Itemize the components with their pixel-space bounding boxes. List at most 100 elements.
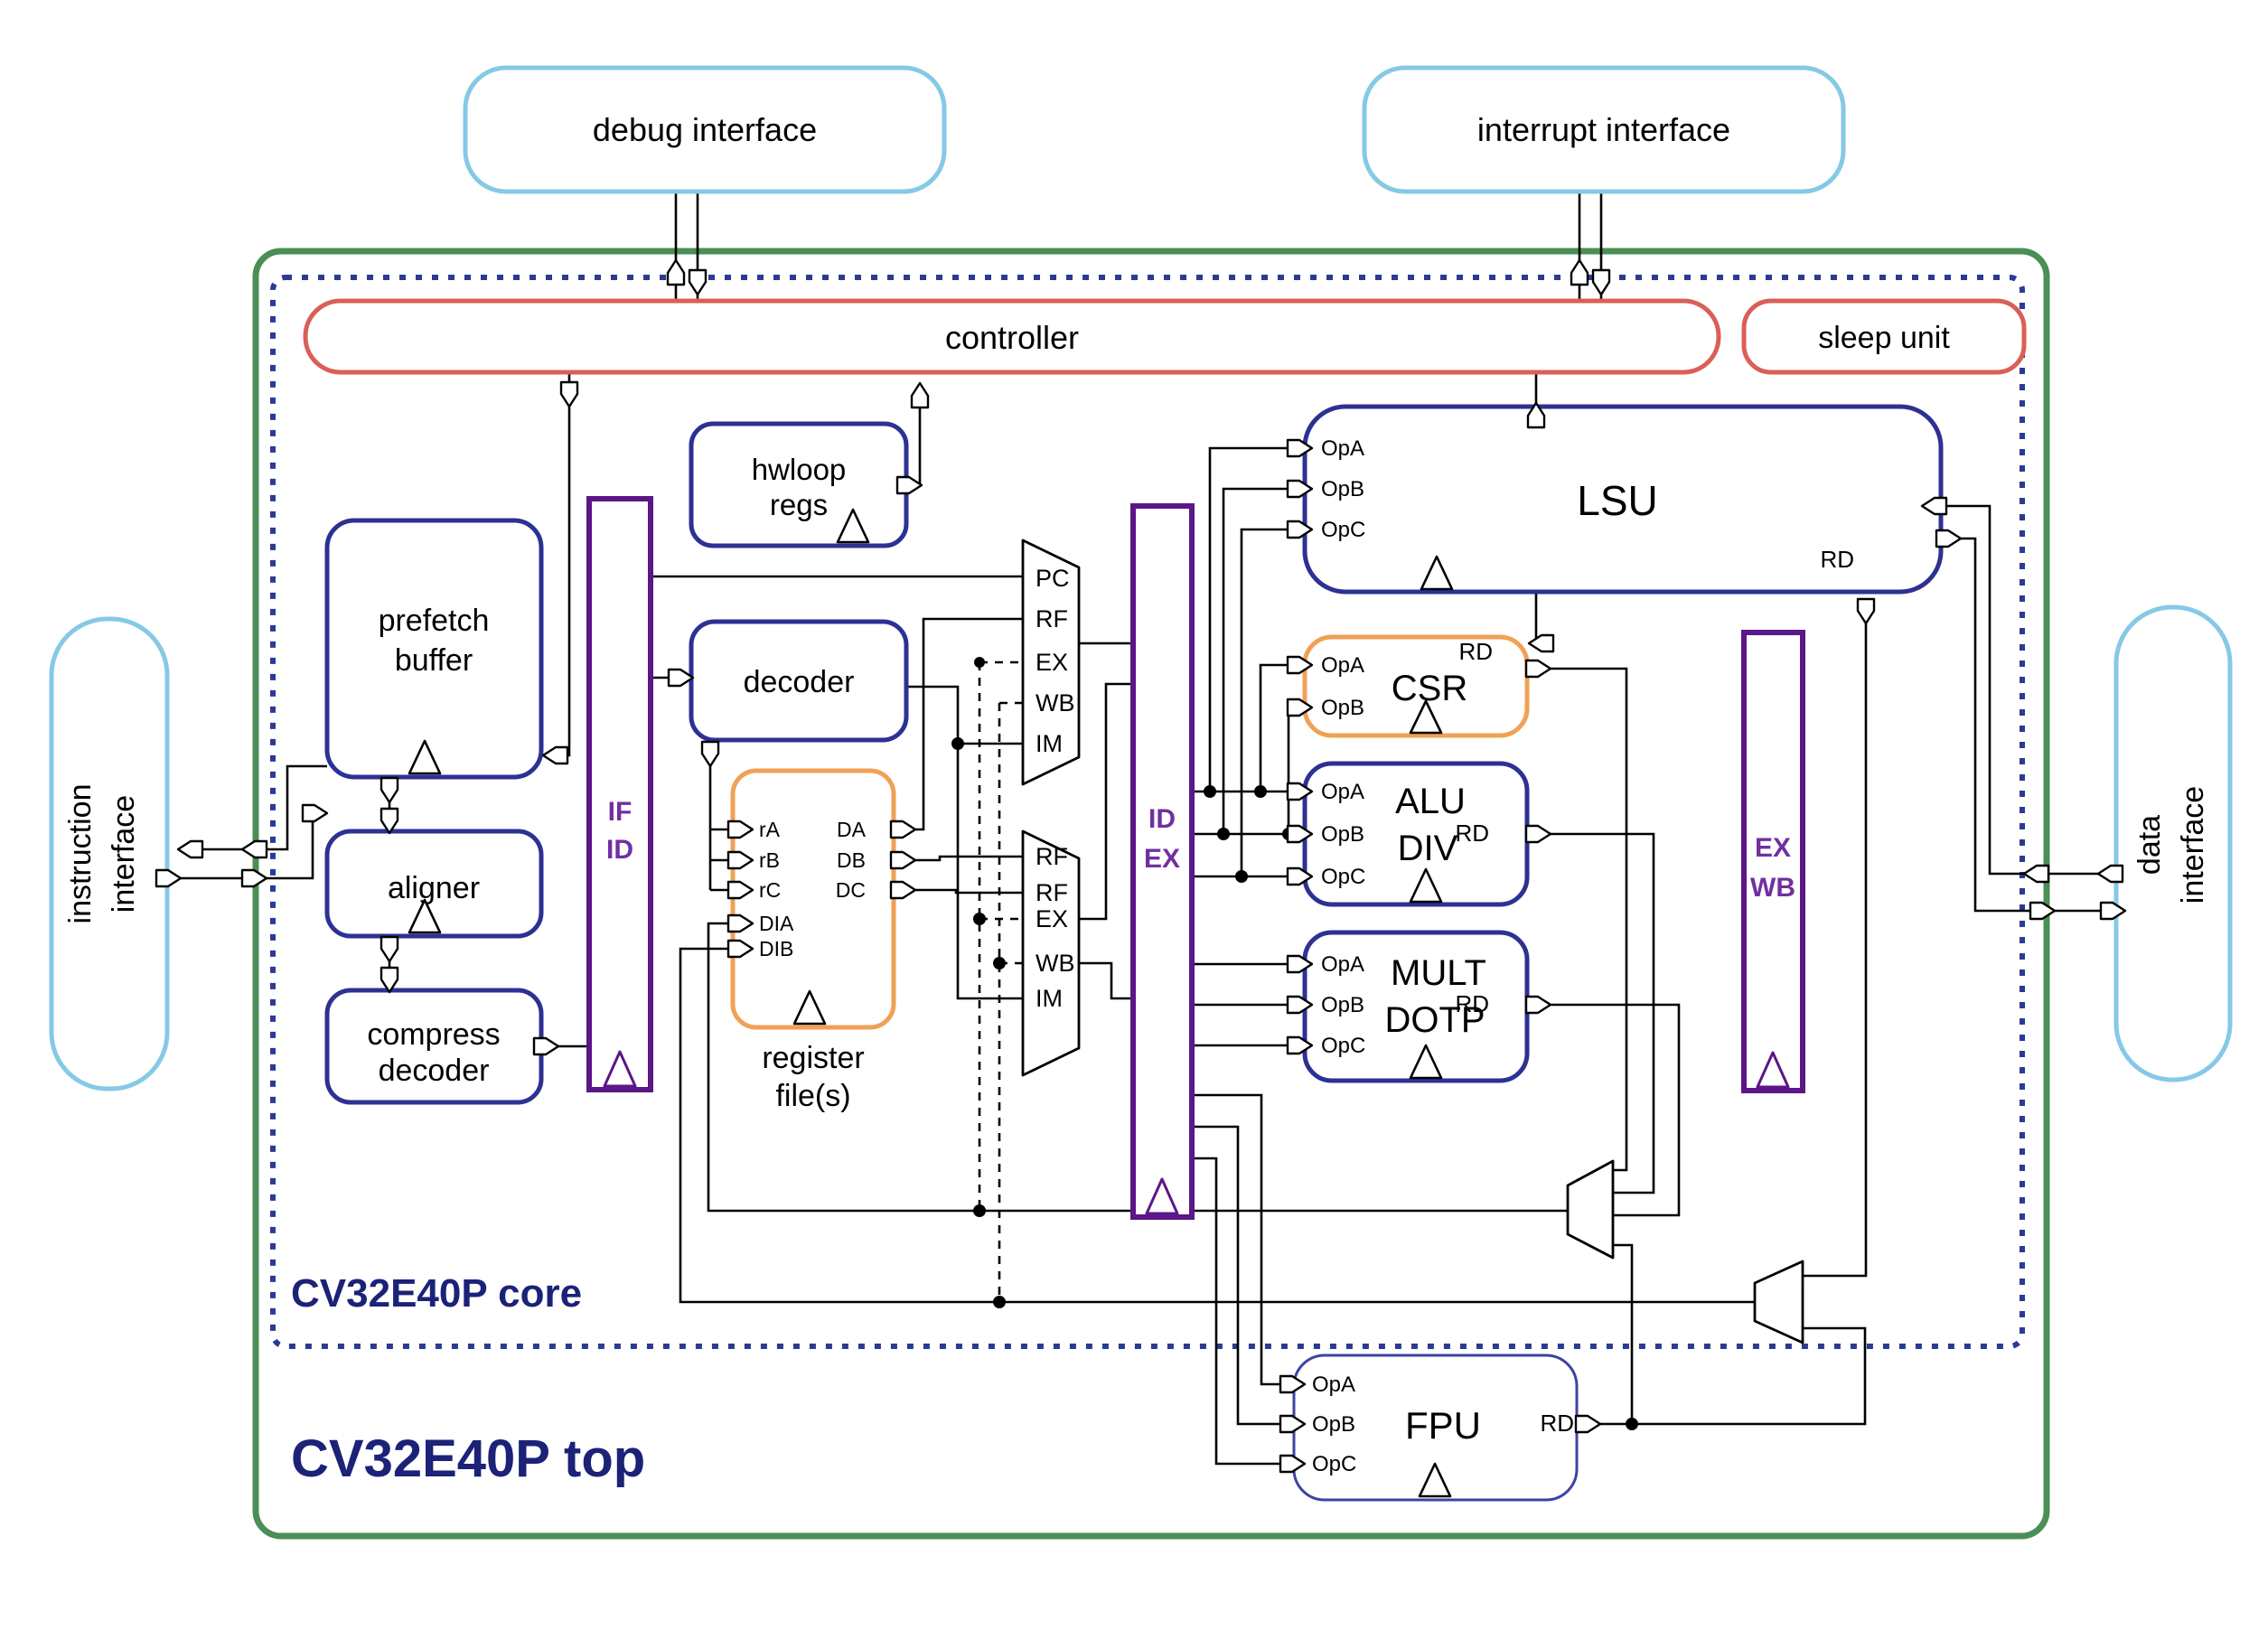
instruction-interface-box xyxy=(49,616,170,1091)
alu-label: ALU xyxy=(1395,782,1466,821)
alu-port-opc: OpC xyxy=(1321,865,1365,889)
controller-box xyxy=(303,298,1721,375)
lsu-port-opa: OpA xyxy=(1321,436,1364,461)
div-label: DIV xyxy=(1398,829,1458,868)
data-interface-box xyxy=(2113,604,2233,1082)
mux-b-in-rf2: RF xyxy=(1036,879,1068,906)
interrupt-interface-label: interrupt interface xyxy=(1477,111,1730,148)
prefetch-clock-icon xyxy=(408,739,442,775)
port-da: DA xyxy=(837,818,867,841)
mux-b-in-im: IM xyxy=(1036,985,1063,1012)
port-ra: rA xyxy=(759,818,781,841)
writeback-mux xyxy=(1753,1260,1804,1344)
fpu-port-opa: OpA xyxy=(1312,1372,1355,1397)
mux-b-in-ex: EX xyxy=(1036,905,1068,932)
forwarding-wires xyxy=(978,660,1023,1302)
lsu-port-opb: OpB xyxy=(1321,477,1364,501)
csr-port-opb: OpB xyxy=(1321,696,1364,720)
id-ex-label-1: ID xyxy=(1148,804,1176,834)
aligner-clock-icon xyxy=(408,898,442,934)
alu-port-opa: OpA xyxy=(1321,780,1364,804)
aligner-label: aligner xyxy=(388,871,480,905)
fpu-port-rd: RD xyxy=(1540,1410,1574,1437)
instruction-interface-label-2: interface xyxy=(107,795,141,913)
mult-port-opb: OpB xyxy=(1321,993,1364,1017)
lsu-clock-icon xyxy=(1420,555,1454,591)
csr-port-rd: RD xyxy=(1458,638,1493,665)
debug-interface-box xyxy=(463,65,947,194)
fpu-clock-icon xyxy=(1418,1462,1452,1498)
if-id-label-2: ID xyxy=(606,835,633,865)
debug-interface-label: debug interface xyxy=(593,111,817,148)
port-rc: rC xyxy=(759,878,781,902)
mux-a-in-ex: EX xyxy=(1036,649,1068,676)
ex-wb-label-2: WB xyxy=(1750,873,1795,903)
ex-wb-label-1: EX xyxy=(1755,833,1791,863)
if-id-clock-icon xyxy=(603,1050,637,1088)
mult-port-opc: OpC xyxy=(1321,1034,1365,1058)
hwloop-clock-icon xyxy=(836,508,870,544)
csr-label: CSR xyxy=(1392,669,1467,708)
signal-wires xyxy=(167,192,2123,1466)
register-file-clock-icon xyxy=(792,989,827,1026)
id-ex-clock-icon xyxy=(1145,1177,1179,1215)
compress-decoder-label-1: compress xyxy=(367,1017,500,1052)
fpu-label: FPU xyxy=(1405,1404,1481,1447)
lsu-port-opc: OpC xyxy=(1321,518,1365,542)
top-title: CV32E40P top xyxy=(291,1429,645,1488)
mux-a-in-rf: RF xyxy=(1036,605,1068,632)
instruction-interface-label-1: instruction xyxy=(63,784,98,924)
prefetch-buffer-box xyxy=(324,518,544,780)
mult-clock-icon xyxy=(1409,1044,1443,1080)
prefetch-buffer-label-1: prefetch xyxy=(379,604,490,638)
alu-port-opb: OpB xyxy=(1321,822,1364,847)
core-title: CV32E40P core xyxy=(291,1271,582,1316)
port-dc: DC xyxy=(836,878,866,902)
fpu-port-opb: OpB xyxy=(1312,1412,1355,1437)
data-interface-label-2: interface xyxy=(2176,786,2210,904)
register-file-label-1: register xyxy=(762,1041,864,1075)
csr-port-opa: OpA xyxy=(1321,653,1364,678)
operand-a-mux xyxy=(1021,539,1081,786)
controller-label: controller xyxy=(945,319,1079,356)
lsu-port-rd: RD xyxy=(1820,546,1854,573)
ex-wb-register xyxy=(1741,630,1805,1093)
csr-clock-icon xyxy=(1409,699,1443,735)
sleep-unit-label: sleep unit xyxy=(1818,321,1950,355)
port-dia: DIA xyxy=(759,912,794,935)
port-rb: rB xyxy=(759,848,780,872)
cv32e40p-core-boundary xyxy=(270,275,2025,1349)
port-dib: DIB xyxy=(759,937,793,960)
data-interface-label-1: data xyxy=(2132,815,2167,875)
decoder-label: decoder xyxy=(744,665,855,699)
alu-port-rd: RD xyxy=(1455,820,1489,847)
prefetch-buffer-label-2: buffer xyxy=(395,643,473,678)
fpu-port-opc: OpC xyxy=(1312,1452,1356,1476)
lsu-label: LSU xyxy=(1577,477,1657,524)
mux-b-in-rf1: RF xyxy=(1036,843,1068,870)
if-id-label-1: IF xyxy=(608,797,633,827)
ex-wb-clock-icon xyxy=(1756,1051,1790,1089)
mux-a-in-pc: PC xyxy=(1036,565,1070,592)
hwloop-regs-label-1: hwloop xyxy=(752,453,847,486)
alu-clock-icon xyxy=(1409,867,1443,904)
id-ex-register xyxy=(1130,503,1195,1220)
mux-b-in-wb: WB xyxy=(1036,950,1075,977)
id-ex-label-2: EX xyxy=(1144,844,1180,874)
compress-decoder-label-2: decoder xyxy=(379,1054,490,1088)
mux-a-in-im: IM xyxy=(1036,730,1063,757)
decoder-box xyxy=(689,619,909,743)
mult-label: MULT xyxy=(1391,953,1486,993)
aligner-box xyxy=(324,829,544,939)
mult-port-opa: OpA xyxy=(1321,952,1364,977)
sleep-unit-box xyxy=(1741,298,2027,375)
if-id-register xyxy=(586,496,653,1092)
ex-result-mux xyxy=(1566,1159,1615,1260)
operand-b-mux xyxy=(1021,829,1081,1077)
hwloop-regs-label-2: regs xyxy=(770,488,828,521)
port-db: DB xyxy=(837,848,866,872)
dotp-label: DOTP xyxy=(1384,1000,1485,1040)
register-file-label-2: file(s) xyxy=(775,1079,850,1113)
mult-port-rd: RD xyxy=(1455,990,1489,1017)
